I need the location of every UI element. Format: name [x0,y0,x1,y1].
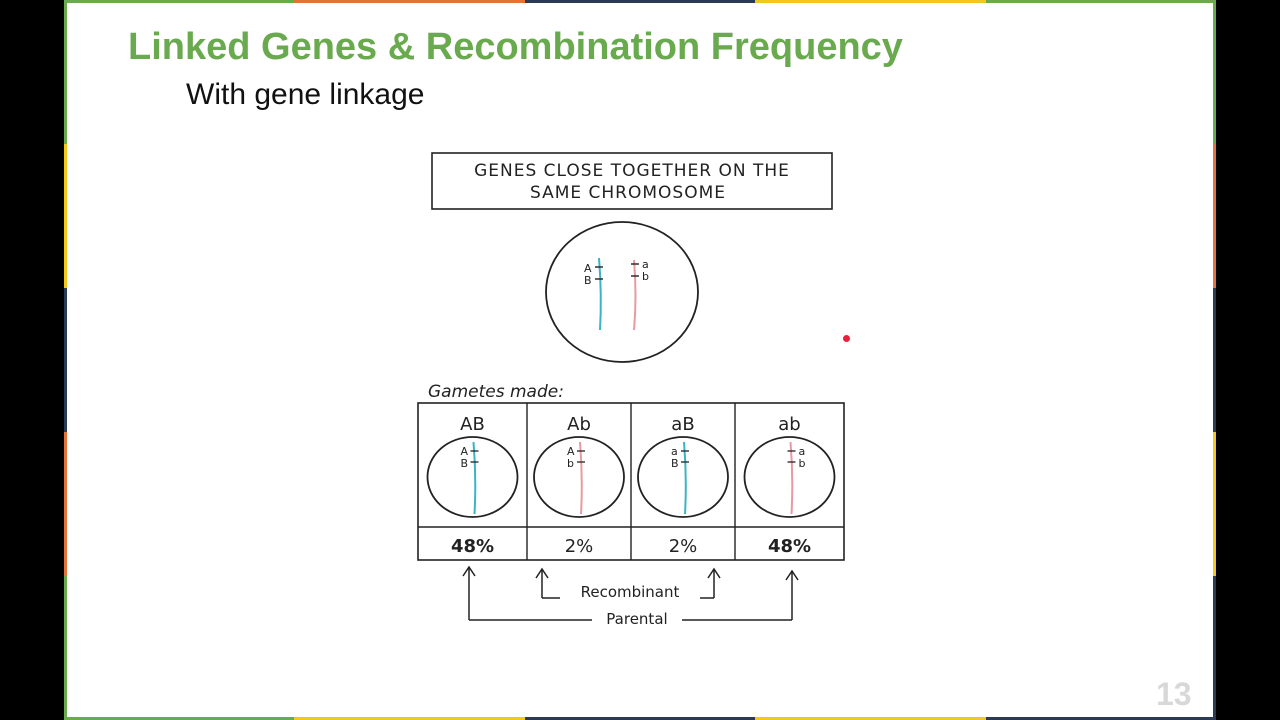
gamete-chromosome [472,441,477,515]
gamete-chromosome [789,441,794,515]
gamete-genotype-label: Ab [567,414,591,435]
header-box [431,152,833,210]
gamete-allele-label: B [671,457,679,470]
parental-bracket [462,565,799,621]
gamete-chromosome [683,441,687,515]
gametes-heading: Gametes made: [428,382,564,402]
left-accent-stripe [64,0,67,720]
gamete-allele-label: b [567,457,574,470]
gamete-frequency: 48% [768,536,811,557]
slide: Linked Genes & Recombination Frequency W… [64,0,1216,720]
gamete-genotype-label: AB [460,414,485,435]
parent-cell [545,221,699,363]
chromosome-pink [633,259,637,331]
allele-label-A: A [584,262,592,275]
gamete-frequency: 48% [451,536,494,557]
allele-label-b: b [642,270,649,283]
gamete-genotype-label: aB [671,414,694,435]
gamete-allele-label: a [671,445,678,458]
gamete-frequency: 2% [669,536,698,557]
header-line-2: SAME CHROMOSOME [530,183,726,203]
gamete-frequency: 2% [565,536,594,557]
gamete-chromosome [579,441,583,515]
allele-label-B: B [584,274,592,287]
allele-label-a: a [642,258,649,271]
recombinant-label: Recombinant [581,583,680,601]
page-number: 13 [1156,676,1192,712]
gamete-genotype-label: ab [778,414,800,435]
gamete-allele-label: A [567,445,575,458]
linkage-diagram: GENES CLOSE TOGETHER ON THE SAME CHROMOS… [417,152,845,628]
parental-label: Parental [606,610,667,628]
slide-subtitle: With gene linkage [186,78,425,111]
laser-pointer-dot [843,335,850,342]
slide-title: Linked Genes & Recombination Frequency [128,26,903,68]
gamete-cell [426,436,519,518]
gamete-cell [637,436,729,518]
gamete-allele-label: B [461,457,469,470]
bottom-accent-stripe [64,717,1216,720]
recombinant-bracket [535,567,721,599]
gamete-allele-label: a [799,445,806,458]
chromosome-teal [598,257,602,331]
gamete-allele-label: b [799,457,806,470]
right-accent-stripe [1213,0,1216,720]
gamete-cell [533,436,625,518]
gamete-allele-label: A [461,445,469,458]
header-line-1: GENES CLOSE TOGETHER ON THE [474,161,790,181]
top-accent-stripe [64,0,1216,3]
gamete-cell [743,436,836,518]
